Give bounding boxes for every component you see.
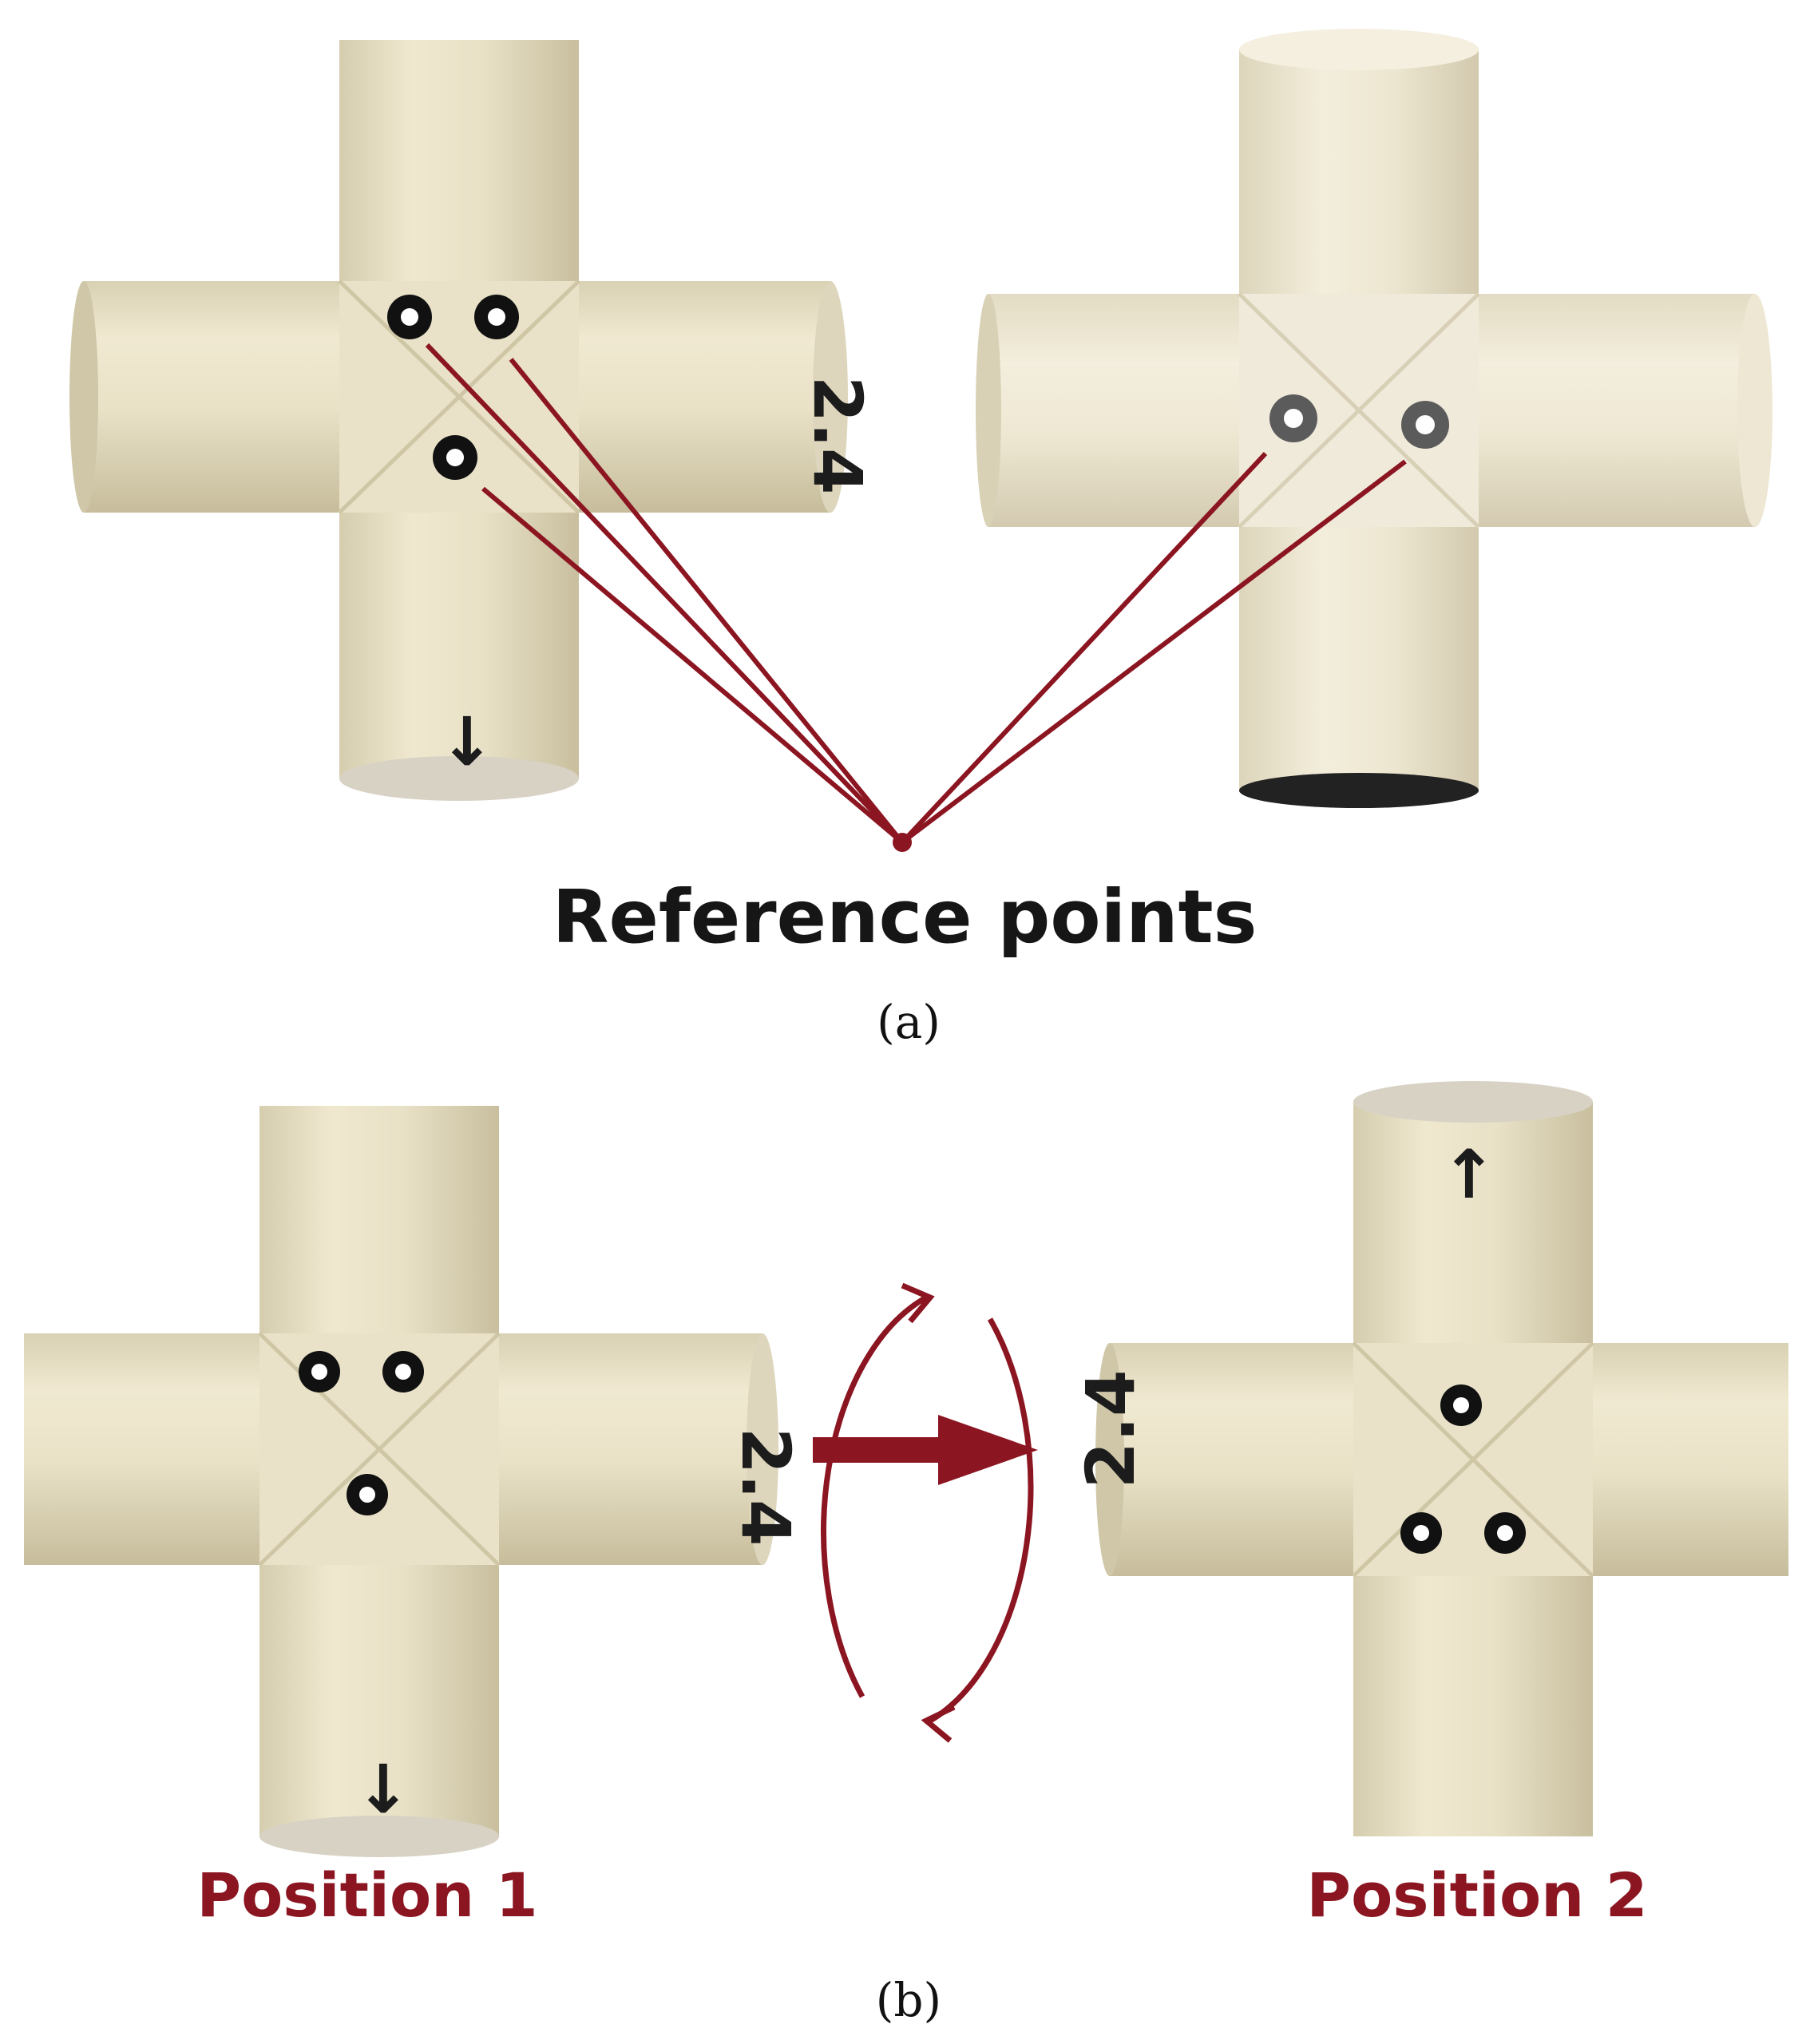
part-a-right-left-end [976,294,1001,527]
reference-marker-center [1453,1397,1469,1413]
part-a-left-left-end [69,281,98,513]
part-b2-left-end [1095,1343,1124,1576]
reference-callout-lines [425,343,1407,852]
callout-line [481,486,904,845]
rotate-arrows-icon [813,1282,1038,1743]
reference-marker-center [401,308,418,326]
callout-line [425,343,905,845]
reference-marker-center [1413,1525,1429,1541]
reference-points-label: Reference points [553,874,1258,960]
part-b1-bottom-end [259,1816,499,1857]
panel-b-label: (b) [876,1973,941,2027]
part-b-position-1: 2.4 ↓ [24,1106,805,1857]
position-1-label: Position 1 [196,1860,537,1931]
part-a-left-hub-seams [338,279,580,514]
part-a-left-direction-arrow-icon: ↓ [439,703,495,781]
reference-marker-center [1284,409,1303,428]
callout-line [509,358,905,844]
part-b2-top-end [1353,1081,1593,1123]
part-b-position-2: 2.4 ↑ [1071,1081,1788,1836]
rotate-arc-right [929,1317,1034,1724]
reference-marker-center [1497,1525,1513,1541]
part-a-right-bottom-end [1239,773,1479,808]
reference-marker-center [488,308,505,326]
part-b2-direction-arrow-icon: ↑ [1441,1135,1497,1214]
part-a-right-hub-seams [1238,292,1480,529]
reference-markers-a [387,295,1449,480]
rotate-arc-right-head [921,1704,956,1743]
reference-marker-center [359,1487,375,1503]
part-a-right [976,29,1772,808]
callout-origin-dot [893,833,912,852]
part-b2-marking: 2.4 [1071,1370,1150,1489]
reference-marker-center [446,449,464,466]
panel-a-label: (a) [877,995,941,1049]
part-b1-right-end [747,1333,778,1565]
position-2-label: Position 2 [1306,1860,1647,1931]
part-a-left-bottom-end [339,756,579,801]
transition-arrow-head [938,1415,1038,1485]
part-a-left-right-end [813,281,848,513]
part-a-right-right-end [1737,294,1772,527]
callout-line [900,451,1268,845]
rotate-arc-left [821,1294,928,1698]
callout-line [901,459,1407,845]
part-b2-hub-seams [1352,1341,1594,1578]
part-a-right-top-end [1239,29,1479,70]
part-b1-marking: 2.4 [727,1428,805,1547]
reference-marker-center [395,1364,411,1380]
rotate-arc-left-head [901,1282,935,1324]
part-b1-direction-arrow-icon: ↓ [355,1750,411,1828]
reference-marker-center [1416,415,1435,434]
transition-arrow-shaft [813,1437,945,1463]
part-a-left-marking: 2.4 [798,376,877,495]
reference-marker-center [311,1364,327,1380]
